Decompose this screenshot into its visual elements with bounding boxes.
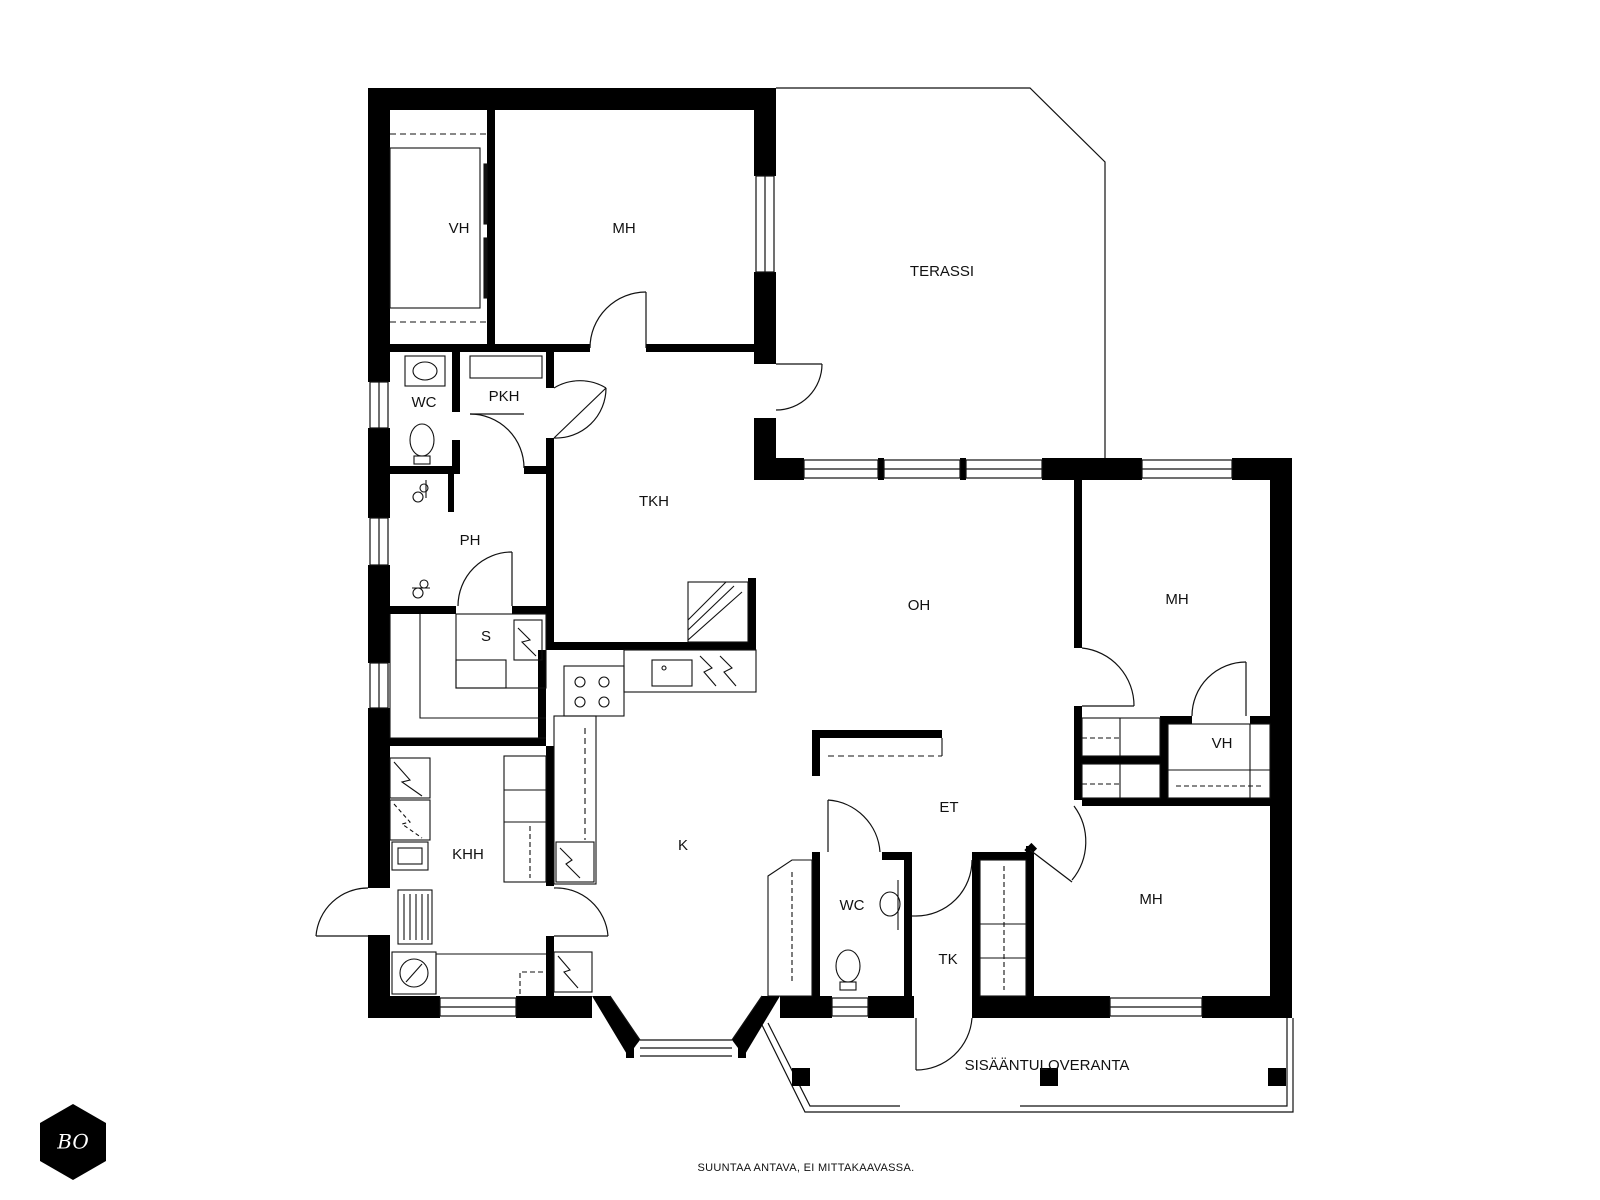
hexagon-logo-icon: BO (40, 1104, 106, 1180)
room-labels: VH MH TERASSI WC PKH TKH PH S OH MH VH E… (412, 220, 1233, 1074)
terrace-outline (776, 87, 1106, 460)
room-label-vh-top: VH (449, 220, 470, 237)
toilet-icon (409, 423, 435, 457)
room-label-ph: PH (460, 532, 481, 549)
room-label-s: S (481, 628, 491, 645)
room-label-tk: TK (938, 951, 957, 968)
room-label-wc-top: WC (412, 394, 437, 411)
room-label-pkh: PKH (489, 388, 520, 405)
room-label-et: ET (939, 799, 958, 816)
room-label-wc-bottom: WC (840, 897, 865, 914)
drying-cabinet-icon (397, 889, 433, 945)
washing-machine-icon (399, 958, 429, 988)
room-label-mh-right: MH (1165, 591, 1188, 608)
shower-icon (412, 480, 430, 599)
room-label-mh-top: MH (612, 220, 635, 237)
room-label-sisaantuloveranta: SISÄÄNTULOVERANTA (965, 1057, 1130, 1074)
room-label-khh: KHH (452, 846, 484, 863)
stove-icon (563, 665, 625, 717)
logo-text: BO (56, 1130, 88, 1154)
utility-sink-icon (391, 841, 429, 871)
interior-walls (390, 110, 1286, 1086)
room-label-tkh: TKH (639, 493, 669, 510)
electrical-panel-icon (513, 619, 543, 661)
room-label-mh-bottom: MH (1139, 891, 1162, 908)
room-label-terassi: TERASSI (910, 263, 974, 280)
veranda-outline (761, 1018, 1294, 1113)
doors (315, 291, 1247, 1071)
sink-icon (879, 891, 901, 917)
room-label-k: K (678, 837, 688, 854)
windows (369, 175, 1233, 1057)
fixtures (389, 133, 1271, 997)
disclaimer-note: SUUNTAA ANTAVA, EI MITTAKAAVASSA. (698, 1162, 915, 1174)
toilet-icon (835, 949, 861, 983)
exterior-walls (368, 88, 1292, 1058)
room-label-vh-right: VH (1212, 735, 1233, 752)
kitchen-sink-icon (651, 659, 693, 687)
sink-icon (412, 361, 438, 381)
room-label-oh: OH (908, 597, 931, 614)
